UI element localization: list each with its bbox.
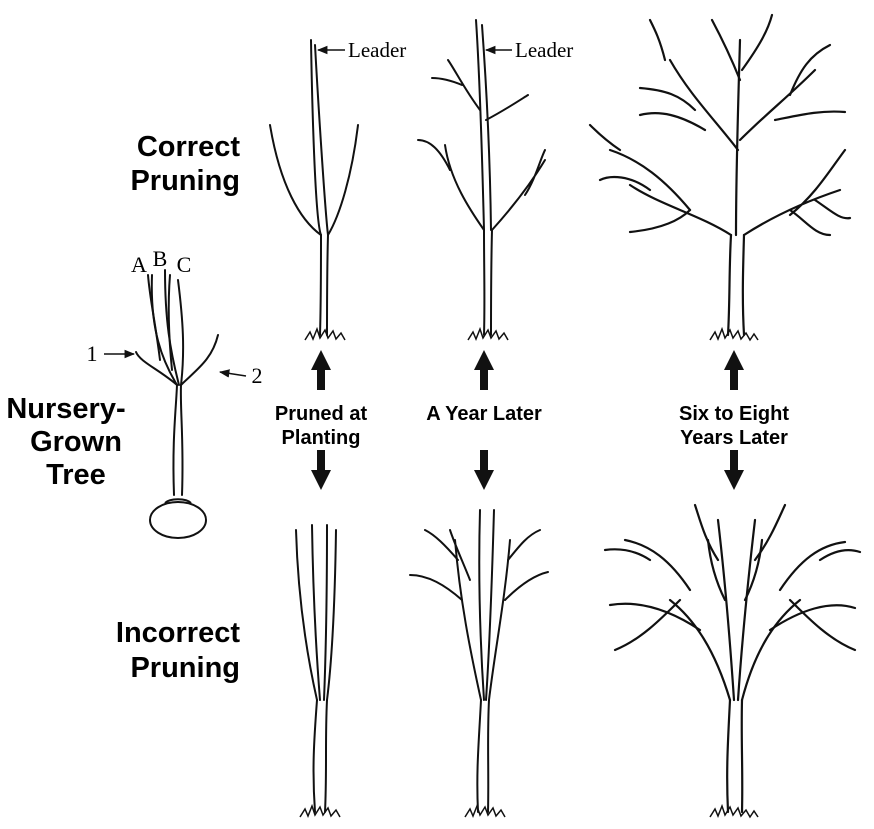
branch-2-arrow — [220, 372, 246, 376]
down-arrow-icon — [474, 450, 494, 490]
tree-incorrect-year — [410, 510, 548, 812]
tree-incorrect-later — [605, 505, 860, 812]
nursery-grown-label-line2: Grown — [30, 426, 122, 458]
tree-correct-year — [418, 20, 545, 335]
leader-label: Leader — [515, 38, 573, 62]
tree-incorrect-planting — [296, 525, 336, 812]
nursery-grown-label-line3: Tree — [46, 459, 106, 491]
up-arrow-icon — [724, 350, 744, 390]
nursery-grown-tree — [136, 270, 218, 495]
grass-tuft-icon — [468, 329, 508, 340]
branch-label-a: A — [131, 252, 147, 277]
stage-label-later-line1: Six to Eight — [679, 403, 789, 425]
branch-label-c: C — [177, 252, 192, 277]
tree-correct-later — [590, 15, 850, 335]
up-arrow-icon — [311, 350, 331, 390]
stage-label-year-later: A Year Later — [426, 403, 542, 425]
grass-tuft-icon — [300, 806, 340, 817]
grass-tuft-icon — [305, 329, 345, 340]
grass-tuft-icon — [710, 806, 758, 817]
down-arrow-icon — [724, 450, 744, 490]
branch-label-2: 2 — [252, 363, 263, 388]
stage-label-planting-line1: Pruned at — [275, 403, 368, 425]
nursery-grown-label-line1: Nursery- — [6, 393, 125, 425]
correct-pruning-label-line2: Pruning — [130, 165, 240, 197]
grass-tuft-icon — [465, 806, 505, 817]
grass-tuft-icon — [710, 329, 758, 340]
stage-label-later-line2: Years Later — [680, 427, 788, 449]
up-arrow-icon — [474, 350, 494, 390]
stage-label-planting-line2: Planting — [282, 427, 361, 449]
branch-label-b: B — [153, 246, 168, 271]
root-ball-icon — [150, 499, 206, 538]
incorrect-pruning-label-line1: Incorrect — [116, 617, 240, 649]
correct-pruning-label-line1: Correct — [137, 131, 240, 163]
down-arrow-icon — [311, 450, 331, 490]
incorrect-pruning-label-line2: Pruning — [130, 652, 240, 684]
leader-label: Leader — [348, 38, 406, 62]
branch-label-1: 1 — [87, 341, 98, 366]
tree-correct-planting — [270, 40, 358, 335]
